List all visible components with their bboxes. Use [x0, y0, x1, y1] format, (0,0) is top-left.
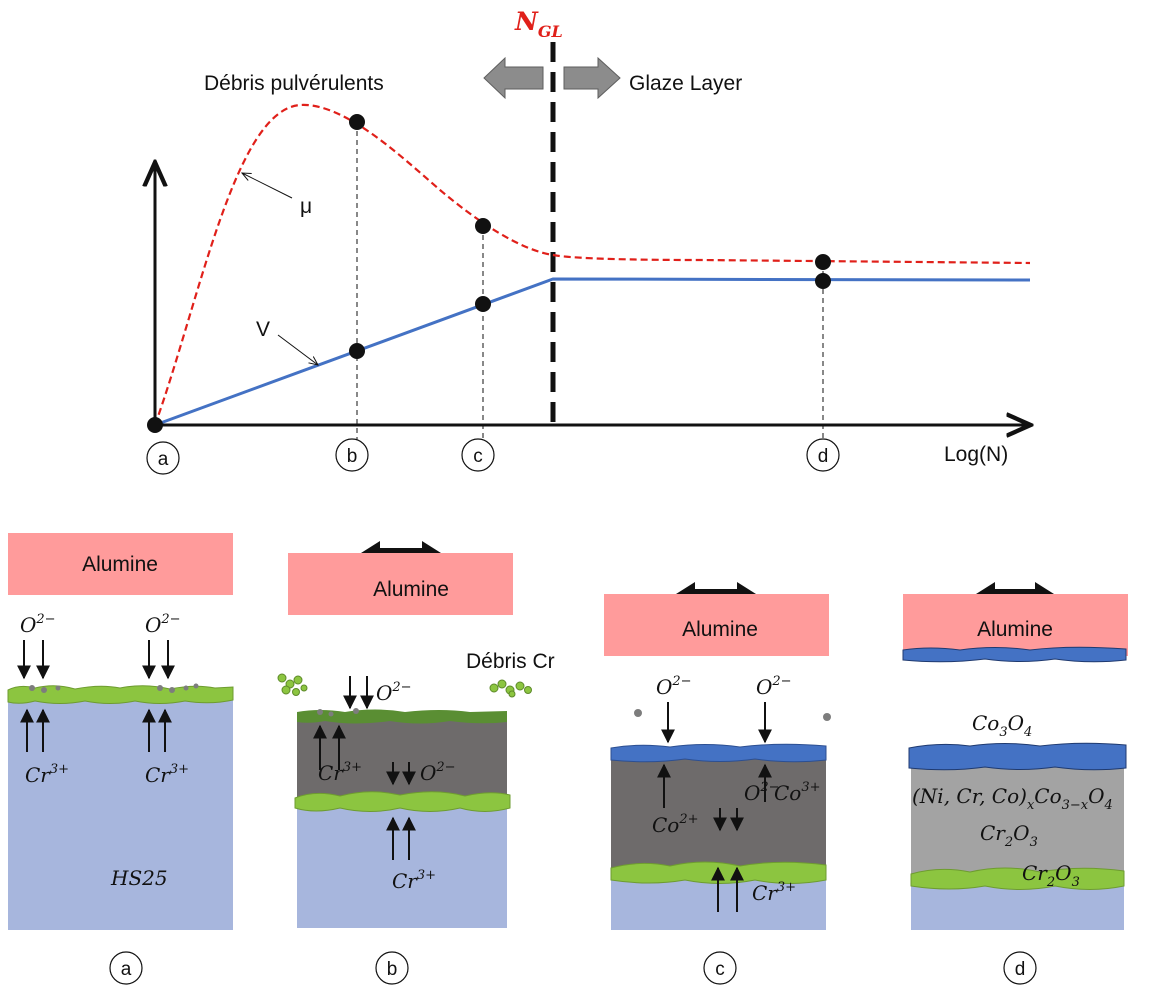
- right-regime-label: Glaze Layer: [629, 72, 742, 95]
- panel-b: Alumine Débris Cr O2− Cr3+ O2−: [277, 541, 555, 985]
- x-axis-label: Log(N): [944, 443, 1008, 466]
- svg-text:c: c: [473, 446, 483, 467]
- panel-c: Alumine O2− O2− O2− Co3+ Co2+ Cr3+: [604, 582, 831, 985]
- cobalt-oxide-label-d: Co3O4: [972, 711, 1032, 740]
- mu-label: μ: [300, 195, 312, 218]
- svg-text:c: c: [715, 959, 725, 980]
- debris-particles-b: [317, 708, 359, 717]
- substrate-label-a: HS25: [110, 866, 168, 890]
- alumina-block-d: [903, 594, 1128, 656]
- substrate-b: [297, 800, 507, 928]
- alumina-label-a: Alumine: [82, 553, 158, 576]
- debris-cr-label: Débris Cr: [466, 650, 555, 673]
- axis-marker-a: a: [146, 441, 180, 475]
- alumina-label-d: Alumine: [977, 618, 1053, 641]
- panel-marker-b: b: [375, 951, 409, 985]
- alumina-block-c: [604, 594, 829, 656]
- point-b-mu: [349, 114, 365, 130]
- chromia-film-a: [7, 685, 234, 704]
- cobalt-oxide-layer-d: [908, 742, 1127, 771]
- point-c-mu: [475, 218, 491, 234]
- chromium-arrows-b-bottom: [386, 816, 416, 860]
- evolution-graph: Log(N) NGL Débris pulvérulents Glaze Lay…: [146, 7, 1031, 475]
- substrate-a: [8, 698, 233, 930]
- spinel-label-d: (Ni, Cr, Co)xCo3−xO4: [912, 784, 1113, 813]
- svg-text:d: d: [818, 446, 829, 467]
- mu-pointer: [242, 173, 293, 199]
- cr-debris-right-b: [489, 679, 532, 698]
- alumina-transfer-film-d: [902, 646, 1127, 663]
- v-pointer: [277, 334, 318, 365]
- chromium-label-a-right: Cr3+: [145, 762, 189, 787]
- oxygen-label-a-left: O2−: [20, 612, 56, 637]
- v-label: V: [256, 318, 270, 341]
- cr-debris-left-b: [277, 673, 308, 696]
- svg-text:a: a: [121, 959, 132, 980]
- point-c-v: [475, 296, 491, 312]
- cobalt-arrows-c: [657, 763, 772, 808]
- panel-marker-a: a: [109, 951, 143, 985]
- alumina-block-b: [288, 553, 513, 615]
- point-a: [147, 417, 163, 433]
- oxygen-arrows-c-top: [661, 702, 772, 744]
- left-regime-label: Débris pulvérulents: [204, 72, 384, 95]
- oxide-layer-d: [911, 758, 1124, 878]
- axis-marker-c: c: [461, 438, 495, 472]
- chromium-label-b-bottom: Cr3+: [392, 868, 436, 893]
- ngl-label: NGL: [514, 7, 563, 41]
- alumina-label-b: Alumine: [373, 578, 449, 601]
- chromium-label-a-left: Cr3+: [25, 762, 69, 787]
- chromia-film-d: [910, 867, 1125, 890]
- axis-marker-d: d: [806, 438, 840, 472]
- oxygen-label-c-mid: O2−: [744, 780, 780, 805]
- debris-particles-a: [29, 683, 199, 693]
- chromium-arrows-b-mid: [313, 724, 346, 770]
- oxide-layer-c: [611, 755, 826, 873]
- chromia-film-b: [294, 791, 511, 812]
- oxygen-label-c-right: O2−: [756, 674, 792, 699]
- alumina-block-a: [8, 533, 233, 595]
- panel-a: Alumine O2− O2− Cr3+ Cr3+ HS25 a: [7, 533, 234, 985]
- debris-particle-c-right: [823, 713, 831, 721]
- cobalt-film-c: [610, 743, 827, 763]
- svg-text:b: b: [347, 446, 358, 467]
- chromium-arrows-a: [20, 708, 172, 752]
- axis-marker-b: b: [335, 438, 369, 472]
- oxygen-label-c-left: O2−: [656, 674, 692, 699]
- top-film-b: [297, 709, 507, 724]
- chromia-label-d-low: Cr2O3: [1022, 861, 1080, 890]
- debris-particle-c-left: [634, 709, 642, 717]
- oxygen-label-b-top: O2−: [376, 680, 412, 705]
- panel-marker-c: c: [703, 951, 737, 985]
- v-curve: [154, 277, 1031, 427]
- svg-text:b: b: [387, 959, 398, 980]
- chromium-label-b-mid: Cr3+: [318, 760, 362, 785]
- oxygen-label-a-right: O2−: [145, 612, 181, 637]
- oxygen-arrows-a: [17, 640, 175, 680]
- panel-marker-d: d: [1003, 951, 1037, 985]
- alumina-label-c: Alumine: [682, 618, 758, 641]
- right-regime-arrow: [563, 56, 621, 100]
- cobalt-label-c-right: Co3+: [774, 780, 821, 805]
- point-b-v: [349, 343, 365, 359]
- panel-d: Alumine Co3O4 (Ni, Cr, Co)xCo3−xO4 Cr2O3…: [902, 582, 1128, 985]
- oxygen-arrows-b-top: [343, 676, 374, 710]
- chromia-label-d-mid: Cr2O3: [980, 821, 1038, 850]
- left-regime-arrow: [483, 56, 544, 100]
- oxygen-arrows-b-mid: [386, 762, 416, 786]
- oxygen-arrows-c-mid: [713, 808, 744, 832]
- mu-curve: [153, 103, 1031, 426]
- cobalt-label-c-left: Co2+: [652, 812, 699, 837]
- oxygen-label-b-mid: O2−: [420, 760, 456, 785]
- chromium-arrows-c: [711, 866, 744, 912]
- chromium-label-c: Cr3+: [752, 880, 796, 905]
- point-d-v: [815, 273, 831, 289]
- point-d-mu: [815, 254, 831, 270]
- svg-text:d: d: [1015, 959, 1026, 980]
- svg-text:a: a: [158, 449, 169, 470]
